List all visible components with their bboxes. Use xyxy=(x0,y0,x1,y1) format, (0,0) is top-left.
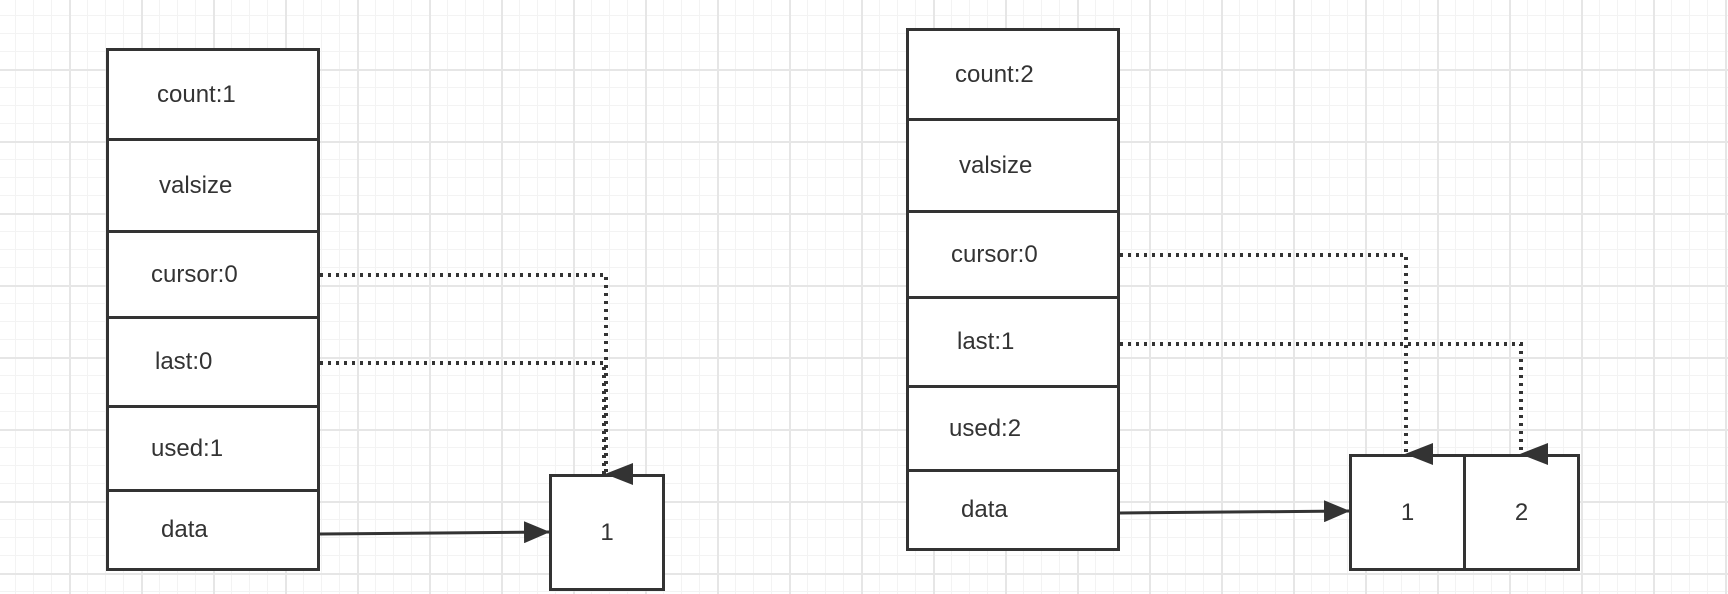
left-array-element-0: 1 xyxy=(549,474,665,591)
left-last-pointer-arrow xyxy=(320,361,606,474)
right-data-cell: data xyxy=(909,472,1117,548)
right-array-value-0: 1 xyxy=(1400,498,1415,526)
left-valsize-cell: valsize xyxy=(109,141,317,233)
left-count-label: count:1 xyxy=(157,80,236,108)
left-valsize-label: valsize xyxy=(159,171,233,199)
right-valsize-cell: valsize xyxy=(909,121,1117,213)
right-count-label: count:2 xyxy=(955,60,1034,88)
right-cursor-label: cursor:0 xyxy=(951,240,1038,268)
left-cursor-label: cursor:0 xyxy=(151,260,238,288)
right-valsize-label: valsize xyxy=(959,151,1033,179)
left-struct: count:1 valsize cursor:0 last:0 used:1 d… xyxy=(106,48,320,571)
right-last-cell: last:1 xyxy=(909,299,1117,388)
left-data-pointer-arrow xyxy=(319,521,550,544)
right-array-value-1: 2 xyxy=(1514,498,1529,526)
left-used-cell: used:1 xyxy=(109,408,317,492)
right-used-cell: used:2 xyxy=(909,388,1117,472)
right-cursor-pointer-arrow xyxy=(1120,253,1433,465)
right-cursor-cell: cursor:0 xyxy=(909,213,1117,299)
right-last-label: last:1 xyxy=(957,328,1015,355)
right-data-pointer-arrow xyxy=(1119,500,1350,523)
right-data-label: data xyxy=(961,496,1008,523)
left-cursor-pointer-arrow xyxy=(320,273,633,485)
left-data-label: data xyxy=(161,516,208,543)
left-count-cell: count:1 xyxy=(109,51,317,141)
right-last-pointer-arrow xyxy=(1120,342,1548,465)
left-used-label: used:1 xyxy=(151,434,224,462)
right-count-cell: count:2 xyxy=(909,31,1117,121)
right-struct: count:2 valsize cursor:0 last:1 used:2 d… xyxy=(906,28,1120,551)
left-array-value-0: 1 xyxy=(600,518,614,546)
left-data-cell: data xyxy=(109,492,317,568)
left-last-label: last:0 xyxy=(155,348,213,375)
right-used-label: used:2 xyxy=(949,414,1022,442)
left-cursor-cell: cursor:0 xyxy=(109,233,317,319)
left-last-cell: last:0 xyxy=(109,319,317,408)
